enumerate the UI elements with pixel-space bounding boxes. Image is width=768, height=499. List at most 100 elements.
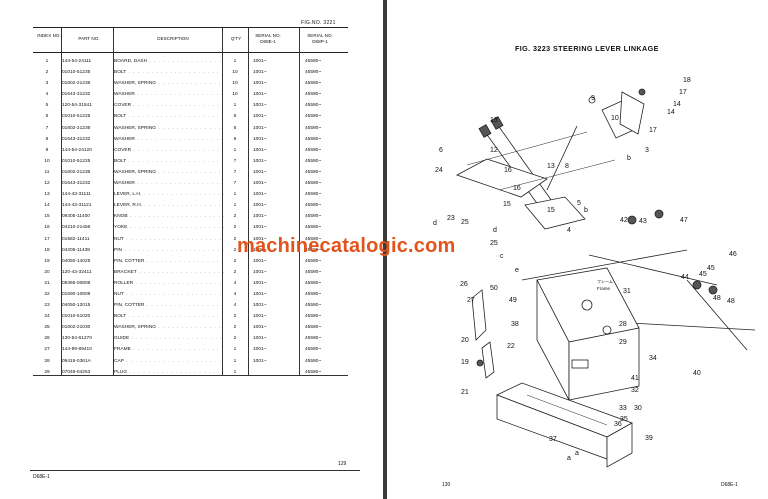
leader-dots: . . . . . . . . . . . . . . . . . . . . … bbox=[133, 103, 224, 109]
quantity: 1 bbox=[233, 147, 237, 153]
description: BOARD, DASH . . . . . . . . . . . . . . … bbox=[114, 56, 224, 67]
callout-label: 15 bbox=[547, 207, 555, 214]
serial-d68p: 45590~ bbox=[305, 147, 322, 153]
description: BRACKET . . . . . . . . . . . . . . . . … bbox=[114, 267, 224, 278]
quantity: 1 bbox=[233, 347, 237, 353]
serial-d68e: 1001~ bbox=[253, 336, 267, 342]
index-no: 9 bbox=[45, 147, 49, 153]
lever-assembly-left bbox=[456, 116, 616, 230]
serial-d68p: 45590~ bbox=[305, 125, 322, 131]
serial-d68e: 1001~ bbox=[253, 280, 267, 286]
callout-label: 9 bbox=[591, 95, 595, 102]
callout-label: 42 bbox=[620, 217, 628, 224]
serial-d68p: 45590~ bbox=[305, 59, 322, 64]
callout-label: 4 bbox=[567, 227, 571, 234]
index-no: 27 bbox=[44, 347, 50, 353]
part-no: 04205-11438 bbox=[62, 247, 90, 253]
part-no: 04050-12015 bbox=[62, 303, 91, 309]
callout-label: 29 bbox=[619, 339, 627, 346]
callout-label: e bbox=[515, 267, 519, 274]
footer-model-left: D68E-1 bbox=[33, 474, 50, 480]
callout-label: 30 bbox=[634, 405, 642, 412]
callout-label: 19 bbox=[461, 359, 469, 366]
column-divider bbox=[113, 27, 114, 375]
part-no: 01602-21030 bbox=[62, 325, 91, 331]
index-no: 2 bbox=[45, 70, 49, 76]
frame-label: Frame bbox=[597, 286, 610, 291]
quantity: 2 bbox=[233, 314, 237, 320]
description: LEVER, R.H. . . . . . . . . . . . . . . … bbox=[114, 200, 224, 211]
callout-label: 13 bbox=[490, 117, 498, 124]
description: PIN, COTTER . . . . . . . . . . . . . . … bbox=[114, 256, 224, 267]
part-no: 144-54-24120 bbox=[62, 147, 92, 153]
index-no: 1 bbox=[45, 59, 49, 64]
description: FRAME . . . . . . . . . . . . . . . . . … bbox=[114, 344, 224, 355]
index-no: 20 bbox=[44, 269, 50, 275]
callout-label: 27 bbox=[467, 297, 475, 304]
index-no: 24 bbox=[44, 314, 50, 320]
header-description: DESCRIPTION bbox=[157, 36, 189, 41]
leader-dots: . . . . . . . . . . . . . . . . . . . . … bbox=[135, 280, 224, 286]
callout-label: a bbox=[567, 455, 571, 462]
part-no: 01602-21236 bbox=[62, 125, 91, 131]
callout-label: 34 bbox=[649, 355, 657, 362]
serial-d68p: 45590~ bbox=[305, 203, 322, 209]
serial-d68e: 1001~ bbox=[253, 303, 267, 309]
callout-label: 23 bbox=[447, 215, 455, 222]
callout-label: 18 bbox=[683, 77, 691, 84]
part-no: 144-43-31111 bbox=[62, 192, 91, 198]
quantity: 2 bbox=[233, 258, 237, 264]
serial-d68p: 45590~ bbox=[305, 347, 322, 353]
index-no: 21 bbox=[44, 280, 50, 286]
callout-label: 43 bbox=[639, 218, 647, 225]
callout-labels: 18 17 14 14 9 10 3 17 13 12 13 6 24 16 1… bbox=[433, 77, 737, 462]
leader-dots: . . . . . . . . . . . . . . . . . . . . … bbox=[126, 291, 224, 297]
callout-label: 48 bbox=[727, 298, 735, 305]
leader-dots: . . . . . . . . . . . . . . . . . . . . … bbox=[143, 192, 224, 198]
serial-d68e: 1001~ bbox=[253, 358, 267, 364]
table-header: INDEX NO. PART NO. DESCRIPTION Q'TY SERI… bbox=[33, 27, 348, 53]
description: WASHER . . . . . . . . . . . . . . . . .… bbox=[114, 89, 224, 100]
book-spine bbox=[383, 0, 387, 499]
leader-dots: . . . . . . . . . . . . . . . . . . . . … bbox=[149, 59, 224, 64]
callout-label: d bbox=[433, 220, 437, 227]
description: WASHER . . . . . . . . . . . . . . . . .… bbox=[114, 134, 224, 145]
quantity: 1 bbox=[233, 103, 237, 109]
leader-dots: . . . . . . . . . . . . . . . . . . . . … bbox=[129, 225, 224, 231]
callout-label: 35 bbox=[620, 416, 628, 423]
description: WASHER, SPRING . . . . . . . . . . . . .… bbox=[114, 78, 224, 89]
figure-page: FIG. 3223 STEERING LEVER LINKAGE bbox=[387, 0, 768, 499]
serial-d68e: 1001~ bbox=[253, 158, 267, 164]
guide-plate bbox=[495, 382, 633, 468]
serial-d68p: 45590~ bbox=[305, 92, 322, 98]
index-no: 23 bbox=[44, 303, 50, 309]
callout-label: 20 bbox=[461, 337, 469, 344]
quantity: 10 bbox=[232, 81, 238, 87]
page-number-right: 130 bbox=[442, 482, 451, 488]
serial-d68e: 1001~ bbox=[253, 258, 267, 264]
serial-d68e: 1001~ bbox=[253, 70, 267, 76]
serial-d68e: 1001~ bbox=[253, 136, 267, 142]
quantity: 2 bbox=[233, 336, 237, 342]
callout-label: 37 bbox=[549, 436, 557, 443]
callout-label: b bbox=[584, 207, 588, 214]
leader-dots: . . . . . . . . . . . . . . . . . . . . … bbox=[129, 369, 224, 375]
index-no: 11 bbox=[44, 169, 50, 175]
quantity: 1 bbox=[233, 59, 237, 64]
part-no: 01590-10809 bbox=[62, 291, 91, 297]
serial-d68e: 1001~ bbox=[253, 81, 267, 87]
description: CAP . . . . . . . . . . . . . . . . . . … bbox=[114, 356, 224, 367]
serial-d68e: 1001~ bbox=[253, 59, 267, 64]
quantity: 2 bbox=[233, 214, 237, 220]
serial-d68e: 1001~ bbox=[253, 169, 267, 175]
callout-label: 31 bbox=[623, 288, 631, 295]
part-no: 01602-21236 bbox=[62, 81, 91, 87]
index-no: 3 bbox=[45, 81, 49, 87]
callout-label: 45 bbox=[707, 265, 715, 272]
